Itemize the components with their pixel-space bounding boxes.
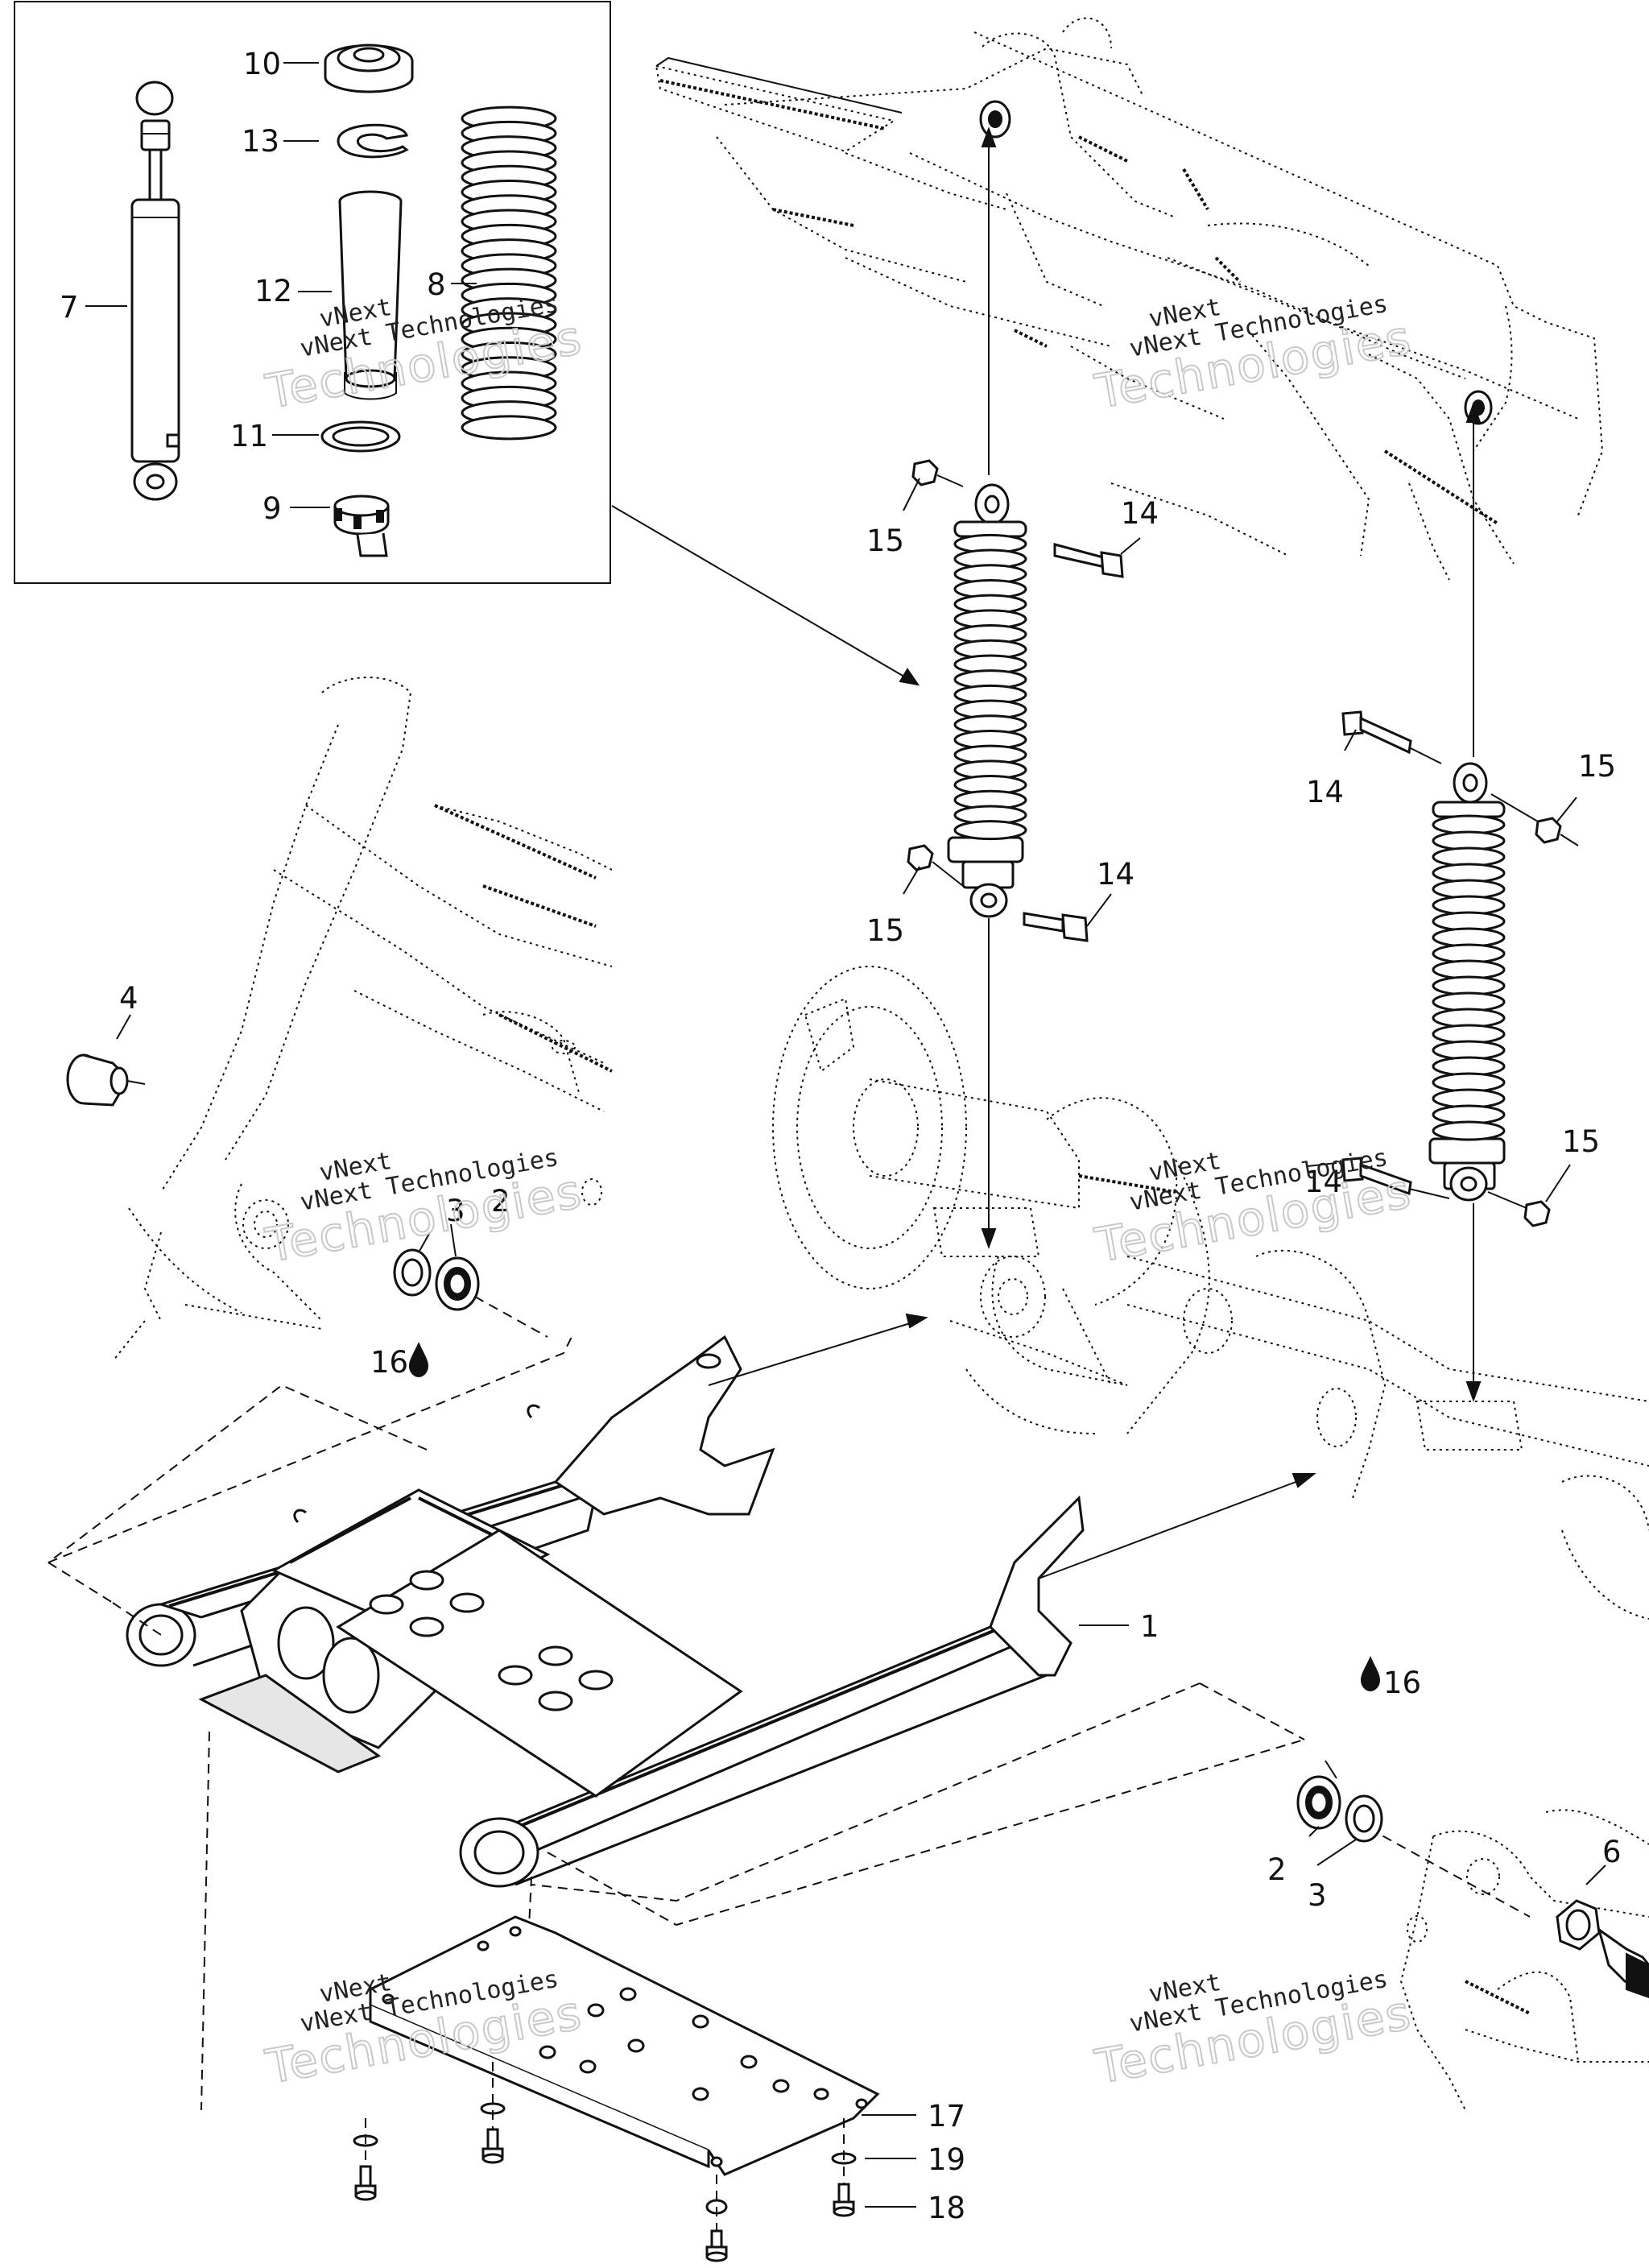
callout-14-upper-left: 14 — [1121, 496, 1159, 531]
bolt-14-lower-left — [1023, 912, 1089, 942]
inset-frame — [14, 1, 611, 584]
watermark: vNext vNext Technologies Technologies — [1090, 1144, 1416, 1274]
watermark: vNext vNext Technologies Technologies — [1090, 290, 1416, 420]
callout-6: 6 — [1602, 1835, 1622, 1869]
shock-coil-spring — [1432, 814, 1506, 1141]
callout-8: 8 — [427, 267, 446, 302]
callout-2-right: 2 — [1267, 1852, 1287, 1887]
skid-plate-fasteners — [353, 2062, 857, 2262]
callout-9: 9 — [262, 491, 282, 526]
left-frame — [48, 677, 613, 1563]
bolt-14-lower-right — [1341, 1157, 1450, 1199]
watermark: vNext vNext Technologies Technologies — [1090, 1965, 1416, 2096]
callout-labels: 10 13 12 8 7 11 9 15 14 15 14 14 15 4 3 … — [60, 47, 1622, 2225]
callout-19: 19 — [928, 2142, 965, 2177]
callout-3-left: 3 — [446, 1194, 465, 1228]
callout-15-upper-right: 15 — [1578, 749, 1616, 784]
part-6-pivot-bolt — [1556, 1899, 1649, 1999]
bearing-set-left — [393, 1248, 548, 1338]
spring-coil — [461, 415, 557, 441]
callout-10: 10 — [243, 47, 281, 81]
callout-16-left: 16 — [370, 1345, 408, 1380]
part-13-clip — [337, 123, 409, 159]
callout-15-lower-right: 15 — [1562, 1124, 1600, 1159]
swing-arm-holes — [369, 1570, 614, 1711]
part-9-adjuster-ring — [333, 495, 390, 557]
part-8-coil-spring — [461, 106, 557, 441]
inset-pointer-line — [611, 505, 919, 685]
shock-coil-spring — [953, 533, 1027, 841]
part-10-spring-cup — [324, 43, 414, 93]
callout-18: 18 — [928, 2191, 965, 2225]
callout-4: 4 — [119, 981, 138, 1016]
callout-15-lower-left: 15 — [866, 913, 904, 948]
rear-axle-assembly — [772, 966, 1649, 1620]
part-4-bushing — [66, 1014, 146, 1107]
shock-absorber-right — [1428, 762, 1506, 1202]
oil-drop-icon — [409, 1342, 428, 1377]
callout-14-lower-left: 14 — [1097, 857, 1134, 892]
nut-15-upper-left — [911, 459, 964, 487]
callout-13: 13 — [242, 124, 279, 159]
callout-2-left: 2 — [491, 1184, 510, 1219]
callout-16-right: 16 — [1383, 1666, 1421, 1700]
nut-15-lower-right — [1487, 1191, 1551, 1227]
nut-15-lower-left — [907, 844, 964, 887]
shock-absorber-left — [947, 483, 1027, 918]
callout-1: 1 — [1140, 1609, 1159, 1644]
part-1-swing-arm — [126, 1335, 1085, 1888]
callout-14-lower-right: 14 — [1304, 1165, 1342, 1199]
spring-coil — [1432, 1120, 1506, 1141]
bolt-14-upper-left — [1053, 543, 1124, 578]
inset-box — [14, 1, 920, 686]
callout-12: 12 — [254, 274, 292, 308]
part-12-sleeve — [338, 190, 403, 400]
callout-15-upper-left: 15 — [866, 524, 904, 558]
callout-17: 17 — [928, 2099, 965, 2133]
oil-drop-icon — [1361, 1656, 1380, 1691]
callout-11: 11 — [230, 419, 268, 453]
nut-15-upper-right — [1490, 793, 1579, 846]
bearing-set-right — [1296, 1775, 1383, 1843]
bolt-14-upper-right — [1341, 710, 1442, 764]
part-17-skid-plate — [369, 1915, 880, 2176]
right-lower-frame — [1399, 1809, 1649, 2111]
callout-7: 7 — [60, 290, 79, 325]
part-7-damper — [130, 81, 180, 501]
callout-leaders — [418, 478, 1606, 2208]
skid-plate-holes — [382, 1926, 868, 2167]
callout-14-upper-right: 14 — [1306, 775, 1344, 809]
callout-3-right: 3 — [1308, 1878, 1327, 1913]
part-11-washer — [320, 420, 401, 453]
upper-frame — [655, 17, 1604, 581]
spring-coil — [953, 820, 1027, 841]
inset-pointer-arrowhead — [899, 668, 920, 686]
